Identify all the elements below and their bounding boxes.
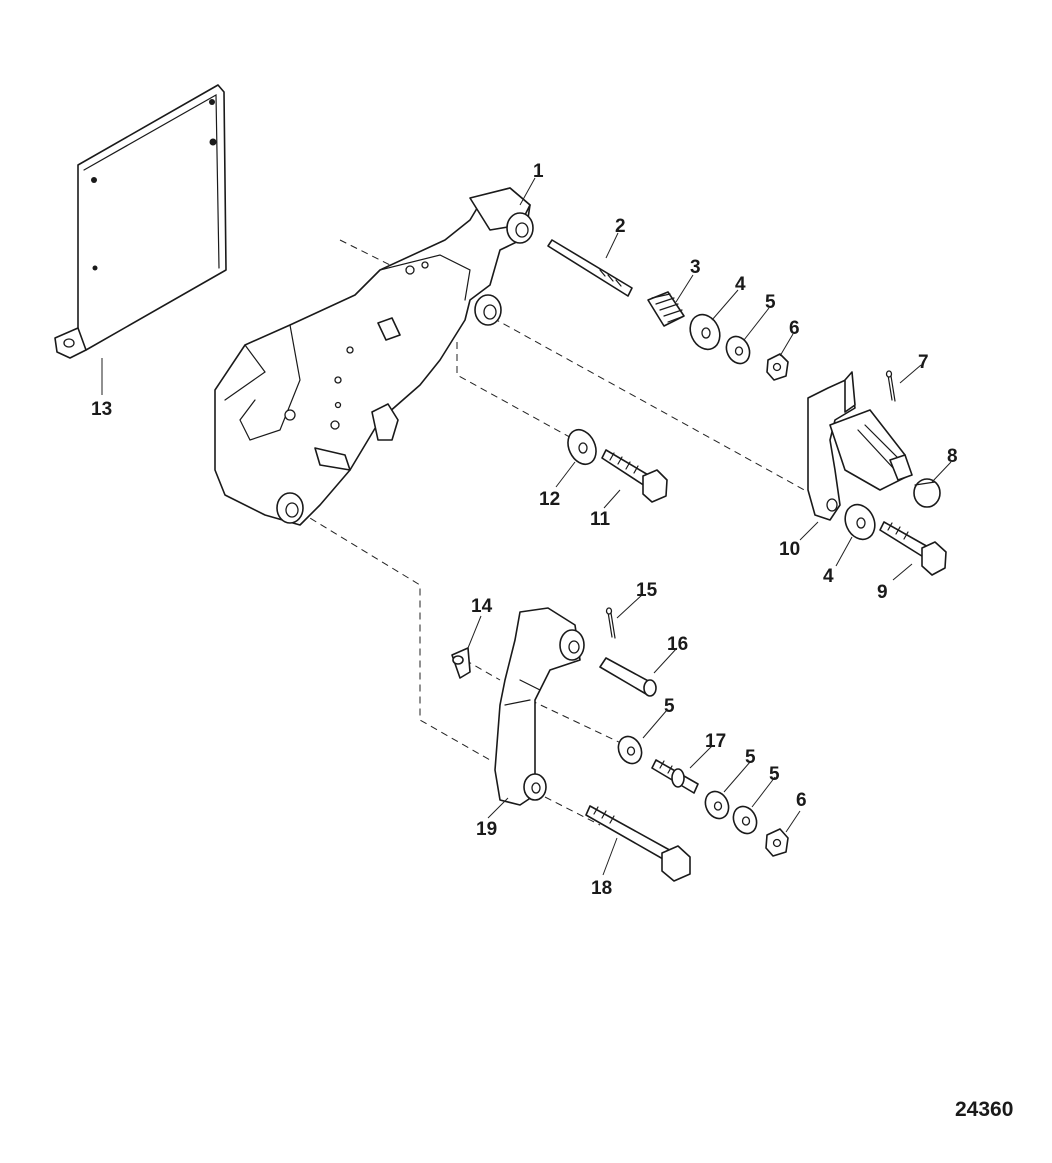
callout-5-lower-b: 5 bbox=[769, 764, 780, 785]
callout-15: 15 bbox=[636, 580, 658, 601]
callout-10: 10 bbox=[779, 539, 800, 560]
part-5-washer-mid bbox=[617, 735, 643, 765]
callout-2: 2 bbox=[615, 216, 626, 237]
callout-9: 9 bbox=[877, 582, 888, 603]
callout-6-upper: 6 bbox=[789, 318, 800, 339]
part-13-mounting-plate bbox=[54, 84, 227, 359]
part-6-nut-upper bbox=[766, 353, 789, 381]
callout-5-lower-a: 5 bbox=[745, 747, 756, 768]
part-18-long-bolt bbox=[585, 805, 691, 882]
callout-19: 19 bbox=[476, 819, 497, 840]
callout-18: 18 bbox=[591, 878, 612, 899]
part-5-washer-lower-b bbox=[732, 805, 758, 835]
part-6-nut-lower bbox=[765, 828, 789, 857]
part-16-pin bbox=[599, 657, 657, 697]
callout-3: 3 bbox=[690, 257, 701, 278]
callout-6-lower: 6 bbox=[796, 790, 807, 811]
callout-5-mid: 5 bbox=[664, 696, 675, 717]
callout-11: 11 bbox=[590, 509, 611, 530]
callout-4-lower: 4 bbox=[823, 566, 834, 587]
part-8-cap bbox=[913, 478, 941, 508]
part-14-clip bbox=[451, 647, 471, 679]
part-11-bolt bbox=[601, 449, 668, 503]
part-17-stud bbox=[651, 759, 699, 794]
part-5-washer-upper bbox=[725, 335, 751, 365]
figure-number: 24360 bbox=[955, 1098, 1014, 1121]
callout-7: 7 bbox=[918, 352, 929, 373]
part-5-washer-lower-a bbox=[704, 790, 730, 820]
callout-1: 1 bbox=[533, 161, 544, 182]
callout-8: 8 bbox=[947, 446, 958, 467]
part-12-washer bbox=[567, 428, 597, 466]
callout-14: 14 bbox=[471, 596, 493, 617]
part-4-washer-lower bbox=[844, 503, 876, 541]
callout-17: 17 bbox=[705, 731, 726, 752]
part-3-spring bbox=[647, 291, 685, 327]
part-19-lower-arm bbox=[494, 607, 585, 806]
callout-5-upper: 5 bbox=[765, 292, 776, 313]
callout-4-upper: 4 bbox=[735, 274, 746, 295]
callout-13: 13 bbox=[91, 399, 112, 420]
part-1-main-bracket bbox=[214, 187, 534, 526]
callout-12: 12 bbox=[539, 489, 560, 510]
part-2-stud bbox=[547, 239, 633, 297]
callout-labels: 1 2 3 4 5 6 7 8 9 10 4 11 12 13 14 15 16… bbox=[91, 161, 958, 899]
part-9-bolt bbox=[879, 521, 947, 576]
part-15-cotter-pin bbox=[605, 607, 616, 639]
part-7-cotter-pin bbox=[885, 370, 896, 402]
part-4-washer-upper bbox=[689, 313, 721, 351]
callout-16: 16 bbox=[667, 634, 688, 655]
callout-leader-lines bbox=[101, 177, 952, 876]
part-10-latch-bracket bbox=[807, 371, 913, 521]
